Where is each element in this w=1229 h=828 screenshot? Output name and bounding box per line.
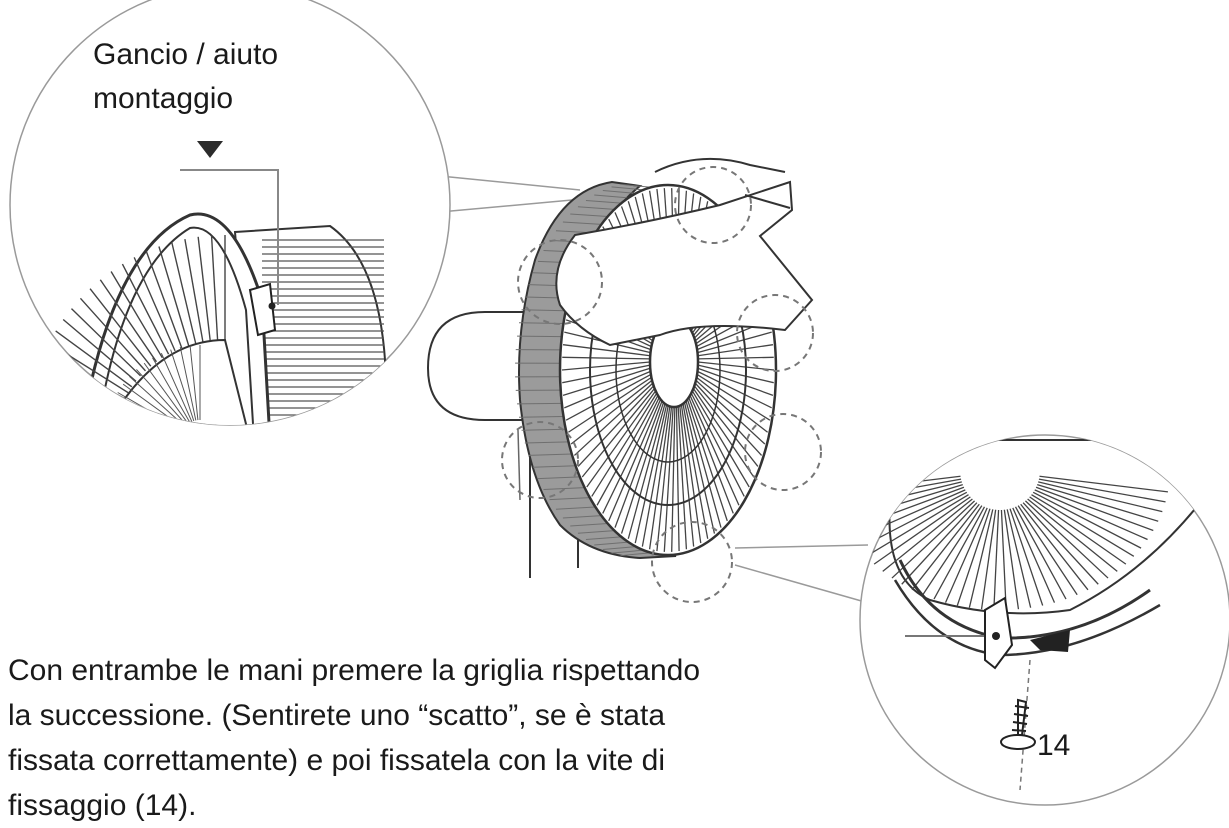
instruction-line-2: la successione. (Sentirete uno “scatto”,… <box>8 693 808 738</box>
instruction-text: Con entrambe le mani premere la griglia … <box>8 648 808 828</box>
hook-label-line-1: Gancio / aiuto <box>93 33 278 77</box>
hook-callout-label: Gancio / aiuto montaggio <box>93 33 278 121</box>
zoom-connector-left <box>430 175 580 212</box>
hook-label-line-2: montaggio <box>93 77 278 121</box>
screw-washer <box>1001 735 1035 749</box>
zoom-connector-right <box>735 545 868 602</box>
instruction-line-1: Con entrambe le mani premere la griglia … <box>8 648 808 693</box>
fan-illustration <box>428 159 821 602</box>
instruction-line-4: fissaggio (14). <box>8 783 808 828</box>
screw-part-number: 14 <box>1037 728 1070 764</box>
instruction-line-3: fissata correttamente) e poi fissatela c… <box>8 738 808 783</box>
screw-detail-zoom <box>832 435 1229 805</box>
